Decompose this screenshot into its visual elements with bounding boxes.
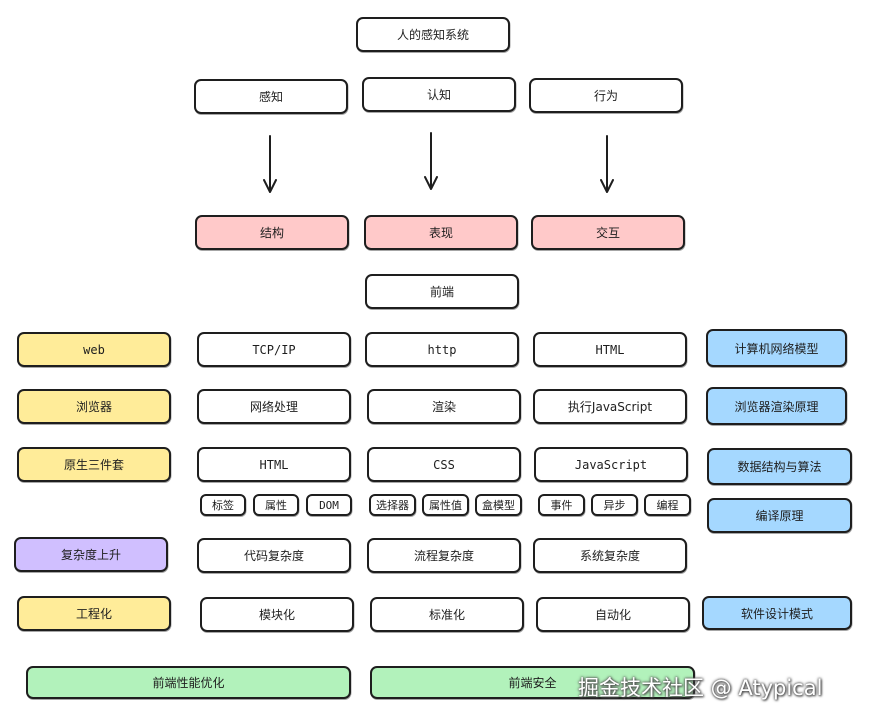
complexity-flow-label: 流程复杂度 (413, 549, 474, 563)
protocol-http-label: http (427, 342, 457, 357)
right-network-model-label: 计算机网络模型 (734, 341, 819, 356)
node-cognition-label: 认知 (426, 88, 451, 102)
left-engineering-label: 工程化 (75, 607, 112, 621)
bottom-performance: 前端性能优化 (26, 666, 351, 699)
sub-html-tag-label: 标签 (212, 499, 234, 512)
arrow-down-3 (600, 134, 614, 194)
left-complexity: 复杂度上升 (14, 537, 168, 572)
sub-js-async: 异步 (591, 494, 638, 516)
sub-css-value-label: 属性值 (429, 499, 462, 512)
protocol-tcpip: TCP/IP (197, 332, 351, 367)
bottom-performance-label: 前端性能优化 (152, 676, 225, 690)
right-render-principle: 浏览器渲染原理 (706, 387, 847, 425)
layer-presentation: 表现 (364, 215, 518, 250)
complexity-system-label: 系统复杂度 (579, 549, 640, 563)
protocol-tcpip-label: TCP/IP (252, 342, 296, 357)
engineering-standard-label: 标准化 (428, 608, 465, 622)
sub-js-async-label: 异步 (603, 499, 626, 512)
layer-structure-label: 结构 (259, 226, 284, 240)
sub-css-selector-label: 选择器 (376, 499, 409, 512)
native-javascript: JavaScript (534, 447, 688, 482)
arrow-down-1 (263, 134, 277, 194)
complexity-code: 代码复杂度 (197, 538, 351, 573)
sub-css-boxmodel-label: 盒模型 (482, 499, 515, 512)
watermark: 掘金技术社区 @ Atypical (578, 676, 823, 700)
native-css: CSS (367, 447, 521, 482)
browser-render-label: 渲染 (431, 400, 456, 414)
browser-execjs-label: 执行JavaScript (567, 400, 653, 414)
engineering-automation: 自动化 (536, 597, 690, 632)
native-html: HTML (197, 447, 351, 482)
left-native-trio: 原生三件套 (17, 447, 171, 482)
sub-css-value: 属性值 (422, 494, 469, 516)
sub-js-programming-label: 编程 (656, 499, 679, 512)
engineering-modular-label: 模块化 (258, 608, 295, 622)
protocol-html-label: HTML (595, 342, 625, 357)
node-perception-label: 感知 (258, 90, 283, 104)
browser-render: 渲染 (367, 389, 521, 424)
node-behavior-label: 行为 (593, 89, 618, 103)
left-engineering: 工程化 (17, 596, 171, 631)
left-browser-label: 浏览器 (75, 400, 112, 414)
layer-structure: 结构 (195, 215, 349, 250)
arrow-down-2 (424, 131, 438, 191)
title-box: 人的感知系统 (356, 17, 510, 52)
sub-html-dom: DOM (306, 494, 352, 516)
right-design-patterns: 软件设计模式 (702, 596, 852, 630)
right-network-model: 计算机网络模型 (706, 329, 847, 367)
left-complexity-label: 复杂度上升 (60, 548, 121, 562)
complexity-flow: 流程复杂度 (367, 538, 521, 573)
bottom-security: 前端安全 (370, 666, 695, 699)
engineering-automation-label: 自动化 (594, 608, 631, 622)
node-perception: 感知 (194, 79, 348, 114)
sub-html-tag: 标签 (200, 494, 246, 516)
sub-css-selector: 选择器 (369, 494, 416, 516)
sub-js-event-label: 事件 (550, 499, 573, 512)
engineering-standard: 标准化 (370, 597, 524, 632)
right-compiler-label: 编译原理 (755, 509, 804, 523)
complexity-system: 系统复杂度 (533, 538, 687, 573)
layer-interaction: 交互 (531, 215, 685, 250)
protocol-http: http (365, 332, 519, 367)
native-css-label: CSS (433, 457, 455, 472)
frontend-box: 前端 (365, 274, 519, 309)
sub-js-event: 事件 (538, 494, 585, 516)
complexity-code-label: 代码复杂度 (243, 549, 304, 563)
left-browser: 浏览器 (17, 389, 171, 424)
engineering-modular: 模块化 (200, 597, 354, 632)
sub-html-attr: 属性 (253, 494, 299, 516)
sub-css-boxmodel: 盒模型 (475, 494, 522, 516)
node-cognition: 认知 (362, 77, 516, 112)
sub-html-dom-label: DOM (319, 498, 339, 512)
title-label: 人的感知系统 (396, 28, 469, 42)
node-behavior: 行为 (529, 78, 683, 113)
right-data-structures-label: 数据结构与算法 (737, 460, 822, 474)
layer-presentation-label: 表现 (428, 226, 453, 240)
right-design-patterns-label: 软件设计模式 (740, 606, 813, 621)
sub-js-programming: 编程 (644, 494, 691, 516)
right-render-principle-label: 浏览器渲染原理 (734, 399, 819, 414)
bottom-security-label: 前端安全 (508, 676, 557, 690)
right-data-structures: 数据结构与算法 (707, 448, 852, 485)
protocol-html: HTML (533, 332, 687, 367)
frontend-label: 前端 (429, 285, 454, 299)
left-native-trio-label: 原生三件套 (63, 458, 124, 472)
left-web: web (17, 332, 171, 367)
native-html-label: HTML (259, 457, 289, 472)
browser-network-label: 网络处理 (249, 400, 298, 414)
native-javascript-label: JavaScript (574, 457, 648, 472)
browser-network: 网络处理 (197, 389, 351, 424)
layer-interaction-label: 交互 (595, 226, 620, 240)
left-web-label: web (83, 342, 105, 357)
sub-html-attr-label: 属性 (265, 499, 287, 512)
browser-execjs: 执行JavaScript (533, 389, 687, 424)
right-compiler: 编译原理 (707, 498, 852, 533)
